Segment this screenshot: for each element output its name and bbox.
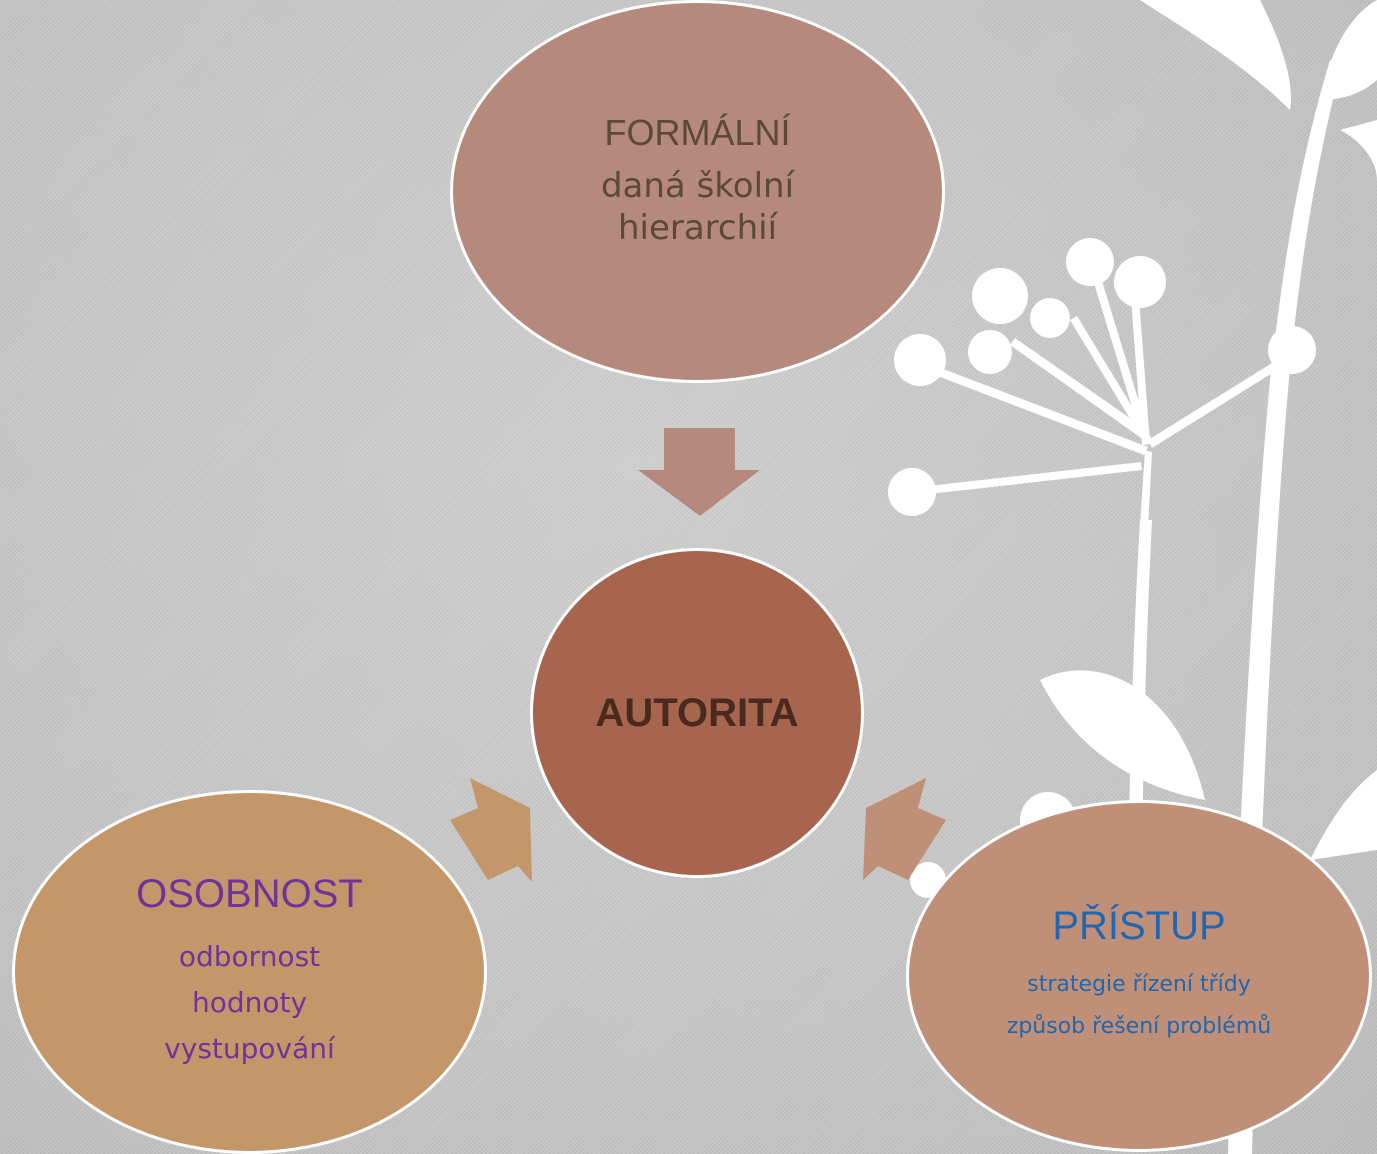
approach-title: PŘÍSTUP <box>1052 904 1226 949</box>
personality-line-1: odbornost <box>178 939 321 973</box>
formal-title: FORMÁLNÍ <box>604 112 791 154</box>
center-node: AUTORITA <box>530 548 864 878</box>
formal-line-1: daná školní <box>600 165 795 206</box>
personality-node: OSOBNOST odbornost hodnoty vystupování <box>12 790 487 1154</box>
personality-title: OSOBNOST <box>136 871 363 916</box>
center-title: AUTORITA <box>595 691 799 735</box>
approach-line-1: strategie řízení třídy <box>1027 972 1251 998</box>
approach-line-2: způsob řešení problémů <box>1006 1014 1272 1039</box>
personality-line-3: vystupování <box>164 1032 335 1066</box>
personality-line-2: hodnoty <box>191 985 308 1019</box>
approach-node: PŘÍSTUP strategie řízení třídy způsob ře… <box>906 800 1372 1152</box>
formal-node: FORMÁLNÍ daná školní hierarchií <box>450 0 945 383</box>
formal-line-2: hierarchií <box>617 208 778 249</box>
